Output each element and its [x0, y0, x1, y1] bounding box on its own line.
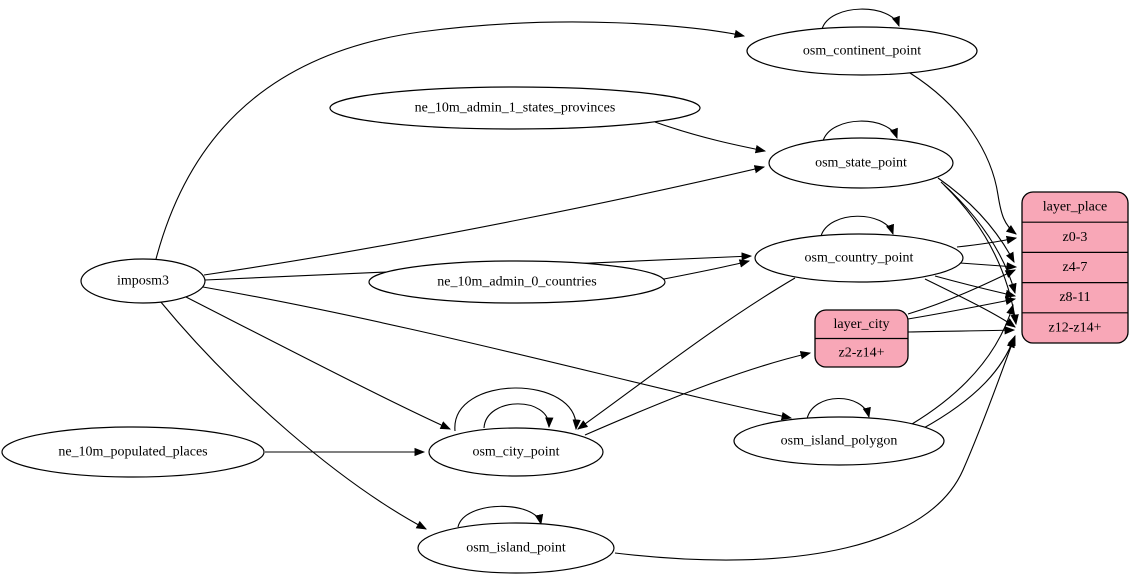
edge-layer_city-to-layer_place:z12-z14+	[907, 326, 1016, 335]
node-ne_10m_admin_1_states_provinces: ne_10m_admin_1_states_provinces	[329, 86, 701, 130]
osm_island_point-ellipse	[417, 522, 615, 574]
layer_place-row-z12-z14+: z12-z14+	[1049, 320, 1102, 335]
osm_island_polygon-label: osm_island_polygon	[781, 434, 898, 449]
edge-osm_continent_point-to-layer_place:z0-3	[909, 72, 1017, 235]
ne_10m_admin_1_states_provinces-ellipse	[329, 86, 701, 130]
edge-osm_island_point-to-osm_island_point	[457, 505, 544, 528]
node-ne_10m_populated_places: ne_10m_populated_places	[1, 426, 265, 478]
layer_place-row-z8-11: z8-11	[1059, 290, 1090, 305]
edge-osm_island_point-to-layer_place:z12-z14+	[614, 334, 1016, 561]
ne_10m_populated_places-ellipse	[1, 426, 265, 478]
osm_island_polygon-ellipse	[733, 416, 945, 466]
edge-imposm3-to-osm_continent_point	[155, 21, 746, 260]
ne_10m_admin_0_countries-label: ne_10m_admin_0_countries	[437, 275, 596, 290]
osm_city_point-ellipse	[428, 427, 604, 477]
edge-osm_country_point-to-layer_place:z8-11	[934, 275, 1017, 298]
edge-osm_city_point-to-osm_city_point	[483, 403, 554, 429]
node-layer_city: layer_city z2-z14+	[814, 309, 909, 368]
edge-osm_city_point-to-layer_city	[584, 351, 812, 436]
imposm3-label: imposm3	[117, 274, 169, 289]
osm_state_point-ellipse	[768, 137, 954, 189]
edge-imposm3-to-osm_state_point	[203, 165, 766, 276]
osm_state_point-label: osm_state_point	[815, 156, 907, 171]
edge-osm_continent_point-to-osm_continent_point	[821, 8, 900, 30]
node-layer_place: layer_place z0-3 z4-7 z8-11 z12-z14+	[1021, 191, 1129, 344]
layer_city-title: layer_city	[834, 317, 890, 332]
layer_city-row-z2-z14+: z2-z14+	[839, 345, 885, 360]
node-osm_continent_point: osm_continent_point	[746, 26, 978, 76]
edge-osm_state_point-to-layer_place:z4-7	[937, 177, 1015, 263]
node-osm_state_point: osm_state_point	[768, 137, 954, 189]
node-osm_island_point: osm_island_point	[417, 522, 615, 574]
edge-ne_10m_admin_0_countries-to-osm_country_point	[663, 259, 751, 280]
edge-osm_island_polygon-to-layer_place:z12-z14+	[921, 336, 1015, 430]
osm_country_point-label: osm_country_point	[805, 251, 914, 266]
layer_place-row-z0-3: z0-3	[1063, 230, 1088, 245]
edge-osm_country_point-to-osm_city_point	[577, 277, 796, 430]
edge-imposm3-to-osm_island_polygon	[202, 286, 793, 421]
edge-osm_country_point-to-osm_country_point	[820, 215, 894, 237]
osm_city_point-label: osm_city_point	[472, 445, 559, 460]
layer_place-title: layer_place	[1043, 200, 1108, 215]
ne_10m_admin_0_countries-ellipse	[368, 260, 666, 304]
ne_10m_admin_1_states_provinces-label: ne_10m_admin_1_states_provinces	[415, 101, 616, 116]
edge-osm_state_point-to-layer_place:z8-11	[940, 181, 1017, 295]
edge-imposm3-to-osm_city_point	[185, 296, 452, 430]
node-ne_10m_admin_0_countries: ne_10m_admin_0_countries	[368, 260, 666, 304]
ne_10m_populated_places-label: ne_10m_populated_places	[58, 445, 207, 460]
osm_island_point-label: osm_island_point	[466, 541, 566, 556]
edge-osm_city_point-to-osm_city_point	[454, 387, 581, 432]
osm_country_point-ellipse	[754, 233, 964, 283]
layer_place-box	[1021, 191, 1129, 344]
edges-layer	[155, 8, 1019, 561]
layer_place-row-z4-7: z4-7	[1063, 260, 1088, 275]
osm_continent_point-label: osm_continent_point	[803, 44, 921, 59]
node-imposm3: imposm3	[80, 258, 206, 304]
node-osm_island_polygon: osm_island_polygon	[733, 416, 945, 466]
edge-osm_island_polygon-to-layer_place:z8-11	[911, 303, 1015, 425]
node-osm_country_point: osm_country_point	[754, 233, 964, 283]
edge-ne_10m_admin_1_states_provinces-to-osm_state_point	[654, 121, 767, 154]
edge-imposm3-to-osm_island_point	[159, 300, 427, 530]
node-osm_city_point: osm_city_point	[428, 427, 604, 477]
edge-osm_state_point-to-osm_state_point	[822, 120, 898, 142]
edge-osm_country_point-to-layer_place:z4-7	[959, 262, 1018, 271]
edge-osm_island_polygon-to-osm_island_polygon	[806, 398, 871, 420]
osm_continent_point-ellipse	[746, 26, 978, 76]
edge-layer_city-to-layer_place:z4-7	[907, 269, 1016, 315]
edge-osm_country_point-to-layer_place:z0-3	[956, 235, 1018, 248]
nodes-layer: imposm3 ne_10m_admin_1_states_provincesne…	[1, 26, 1129, 574]
edge-layer_city-to-layer_place:z8-11	[907, 296, 1017, 320]
imposm3-ellipse	[80, 258, 206, 304]
